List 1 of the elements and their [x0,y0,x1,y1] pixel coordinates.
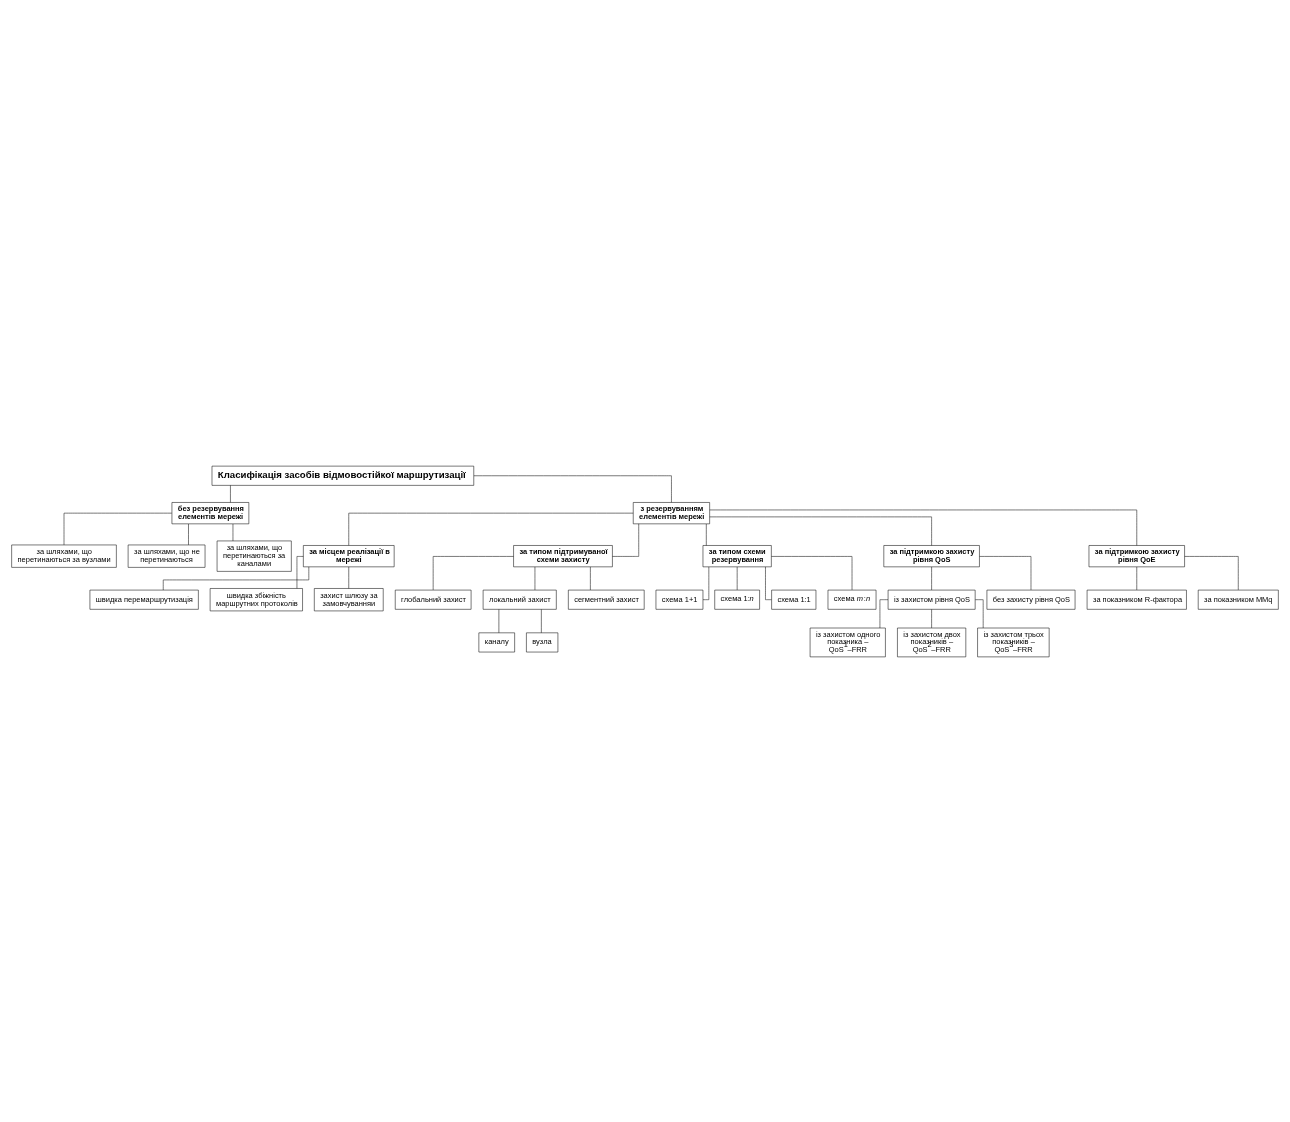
node-box: Класифікація засобів відмовостійкої маршрутизації [211,465,475,486]
